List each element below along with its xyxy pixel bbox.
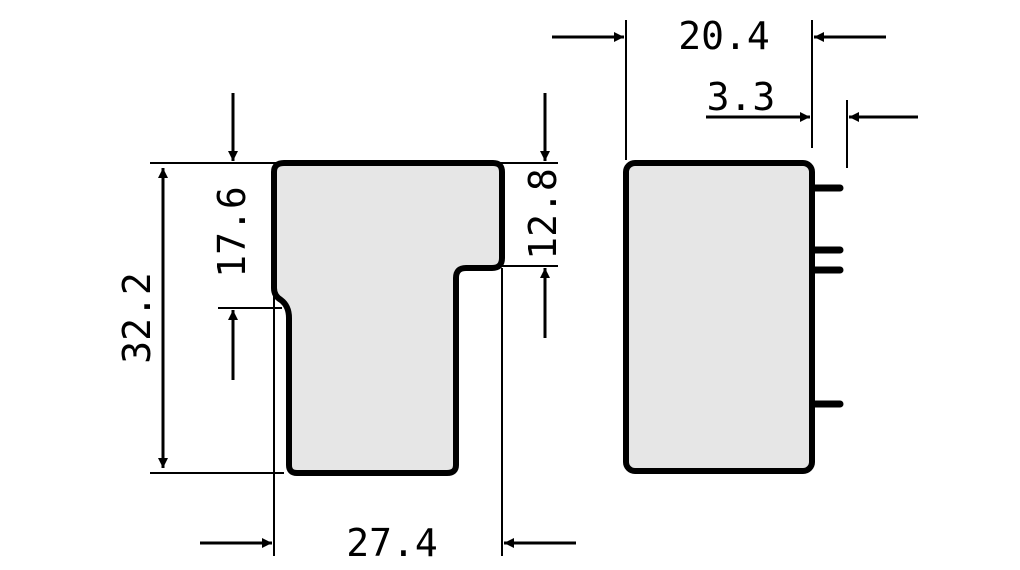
label-side-depth: 20.4	[678, 14, 770, 58]
label-front-width: 27.4	[346, 521, 438, 565]
label-upper-height: 17.6	[210, 186, 254, 278]
front-view	[271, 160, 505, 476]
dimension-overall-height: 32.2	[115, 162, 284, 474]
dimension-side-depth: 20.4	[552, 14, 886, 160]
dimension-pin-length: 3.3	[706, 75, 918, 168]
dimension-step-height: 12.8	[500, 93, 565, 338]
dimension-front-width: 27.4	[200, 268, 576, 565]
side-view	[623, 160, 844, 474]
dimension-upper-height: 17.6	[210, 93, 282, 380]
label-overall-height: 32.2	[115, 272, 159, 364]
side-view-body-outline	[623, 160, 815, 474]
front-view-body-outline	[271, 160, 505, 476]
label-step-height: 12.8	[521, 168, 565, 260]
label-pin-length: 3.3	[707, 75, 776, 119]
